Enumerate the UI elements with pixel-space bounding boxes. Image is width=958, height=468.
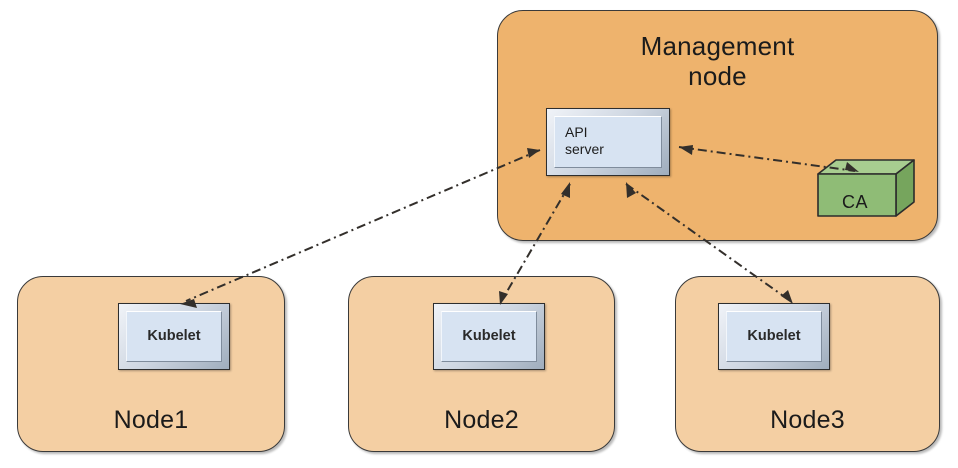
management-node-label: Management node [640,31,795,92]
kubelet-label-2: Kubelet [462,327,516,344]
kubelet-face-2: Kubelet [441,311,537,362]
api-server-face: API server [554,116,662,168]
kubelet-box-2[interactable]: Kubelet [433,303,545,370]
ca-box[interactable]: CA [812,158,916,220]
node-label-3: Node3 [770,406,845,434]
node-label-1: Node1 [113,406,189,434]
node-label-2: Node2 [444,406,519,434]
api-server-box[interactable]: API server [546,108,670,176]
kubelet-label-1: Kubelet [147,327,201,344]
api-server-label: API server [565,124,604,158]
kubelet-box-1[interactable]: Kubelet [118,303,230,370]
kubelet-face-1: Kubelet [126,311,222,362]
kubelet-face-3: Kubelet [726,311,822,362]
kubelet-label-3: Kubelet [747,327,801,344]
kubelet-box-3[interactable]: Kubelet [718,303,830,370]
ca-cuboid-shape [817,159,915,217]
